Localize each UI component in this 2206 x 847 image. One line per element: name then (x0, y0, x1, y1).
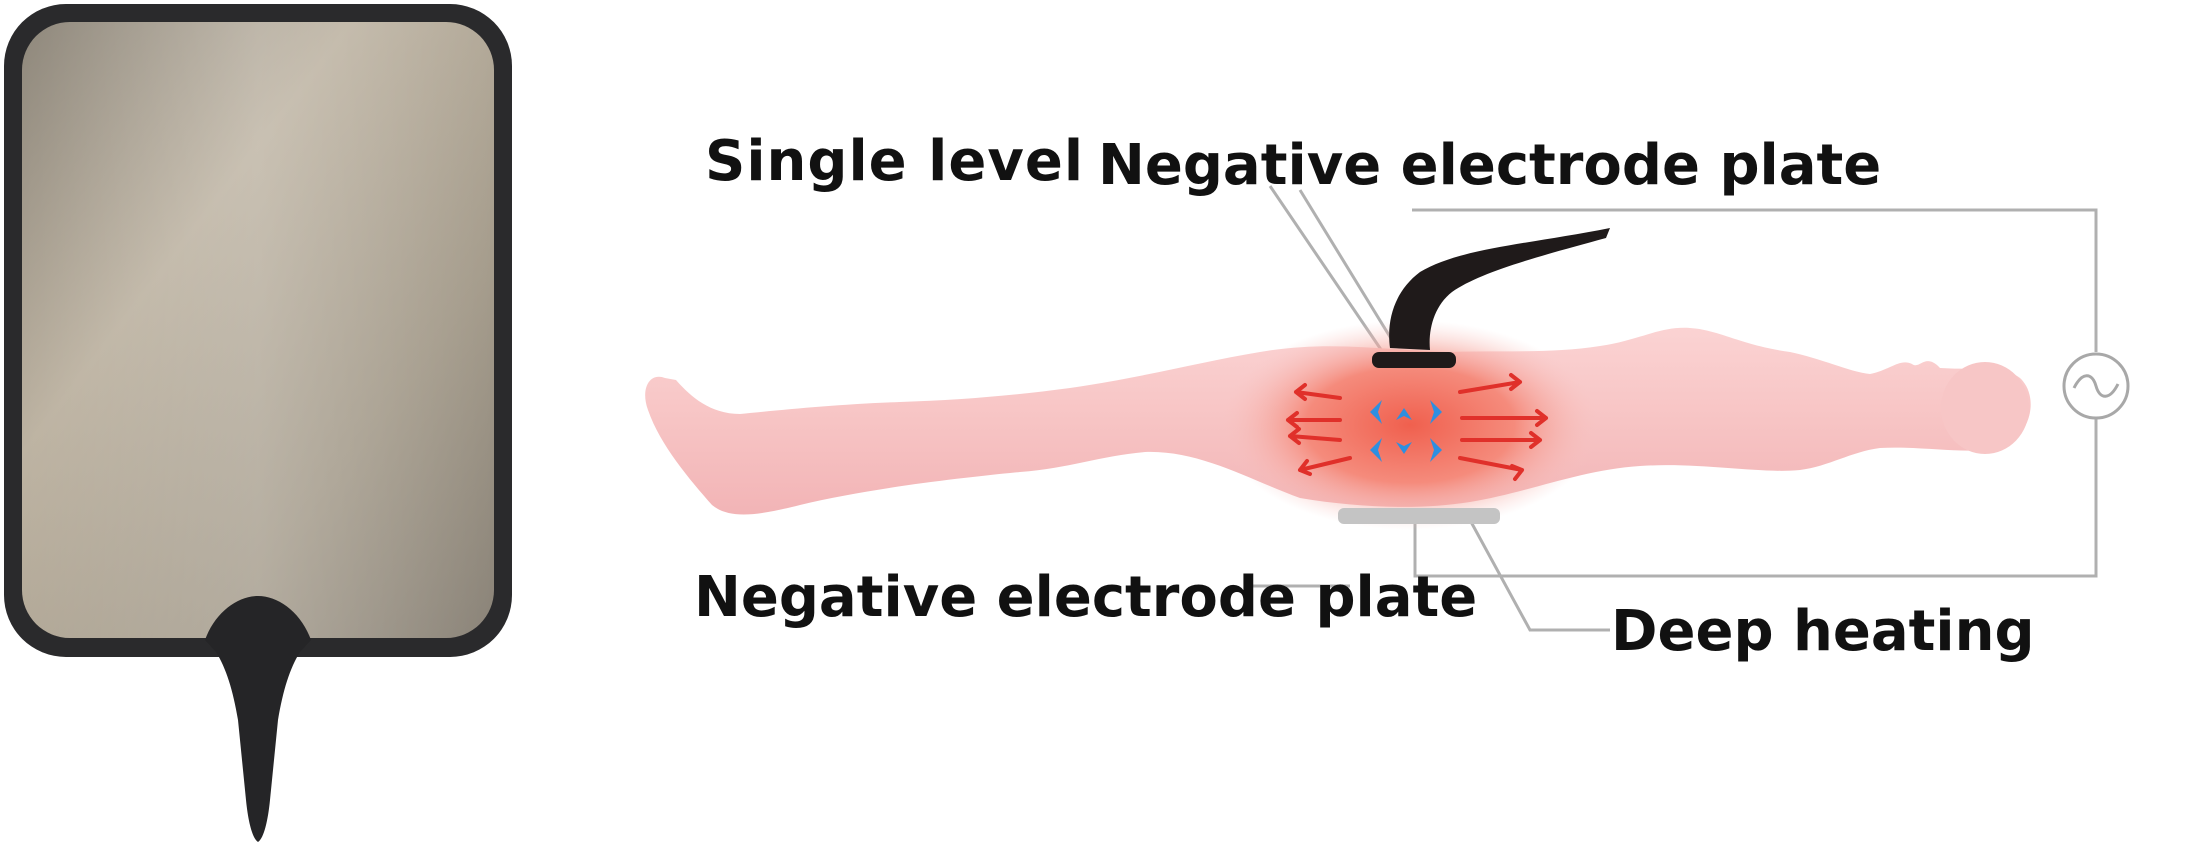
blue-arrow (1430, 438, 1442, 462)
electrode-plate-photo (4, 4, 512, 842)
heat-arrows-blue (1370, 400, 1442, 462)
ac-source-icon (2062, 352, 2130, 420)
blue-arrow (1430, 400, 1442, 424)
blue-arrow (1370, 400, 1382, 424)
handpiece-head (1372, 352, 1456, 368)
red-arrow (1288, 427, 1342, 445)
heat-zone (1220, 320, 1600, 530)
red-arrow (1298, 456, 1352, 476)
blue-arrow (1370, 438, 1382, 462)
leader-top-2 (1298, 189, 1397, 346)
plate-metal-sheen (22, 22, 494, 638)
red-arrow (1294, 383, 1342, 401)
blue-arrow (1396, 408, 1412, 420)
human-body-figure (645, 320, 2031, 530)
red-arrow (1458, 456, 1524, 481)
red-arrow (1286, 411, 1342, 429)
leader-deep (1468, 519, 1610, 632)
blue-arrow (1396, 442, 1412, 454)
label-deep-heating: Deep heating (1611, 599, 2035, 664)
label-negative-electrode-bottom: Negative electrode plate (694, 565, 1478, 630)
plate-cable-boot (205, 596, 311, 842)
heat-arrows-red (1286, 373, 1548, 481)
head (1941, 362, 2029, 454)
label-single-level: Single level (705, 129, 1085, 194)
wire-bottom (1413, 418, 2098, 578)
bottom-electrode-plate (1338, 508, 1500, 524)
handpiece-electrode (1372, 228, 1610, 368)
red-arrow (1458, 373, 1522, 394)
wire-top (1412, 208, 2098, 352)
handpiece-handle (1389, 228, 1610, 350)
red-arrow (1460, 409, 1548, 427)
label-negative-electrode-top: Negative electrode plate (1098, 133, 1882, 198)
red-arrow (1460, 431, 1542, 449)
